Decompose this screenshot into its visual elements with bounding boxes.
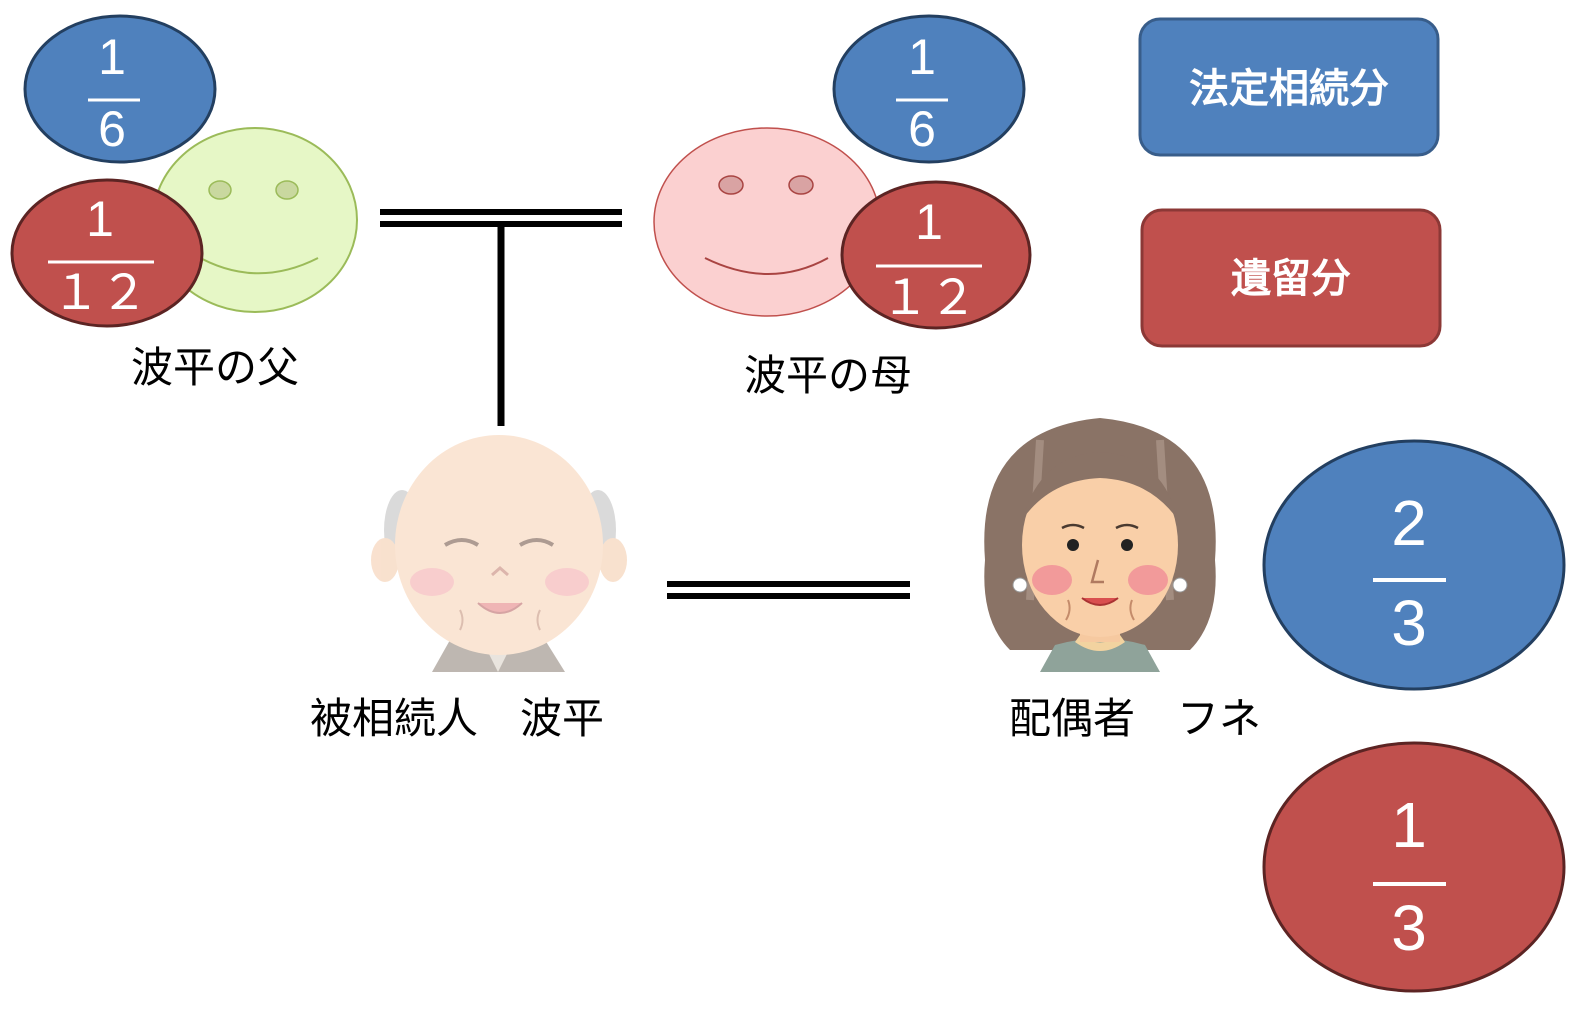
- deceased-label: 被相続人 波平: [310, 694, 604, 743]
- legend-reserved-share: 遺留分: [1140, 208, 1442, 348]
- father-legal-share-badge: 1 6: [23, 14, 217, 164]
- legend-legal-share: 法定相続分: [1138, 17, 1440, 157]
- svg-text:1: 1: [98, 29, 126, 85]
- spouse-legal-share-badge: 2 3: [1262, 439, 1566, 691]
- father-smiley-icon: [152, 127, 358, 313]
- svg-text:3: 3: [1391, 587, 1427, 659]
- svg-text:1: 1: [915, 194, 943, 250]
- svg-text:6: 6: [98, 101, 126, 157]
- svg-text:遺留分: 遺留分: [1231, 256, 1351, 302]
- svg-text:1: 1: [1391, 789, 1427, 861]
- svg-text:1: 1: [908, 29, 936, 85]
- svg-text:１２: １２: [52, 267, 148, 320]
- spouse-label: 配偶者 フネ: [1009, 694, 1261, 743]
- father-reserved-share-badge: 1 １２: [10, 178, 204, 328]
- svg-text:6: 6: [908, 101, 936, 157]
- spouse-reserved-share-badge: 1 3: [1262, 741, 1566, 993]
- svg-text:1: 1: [86, 191, 114, 247]
- svg-text:2: 2: [1391, 487, 1427, 559]
- deceased-elderly-man-icon: [371, 435, 627, 672]
- mother-label: 波平の母: [744, 351, 912, 400]
- parents-marriage-line: [380, 209, 622, 227]
- mother-smiley-icon: [653, 127, 881, 317]
- svg-text:法定相続分: 法定相続分: [1189, 66, 1389, 112]
- mother-legal-share-badge: 1 6: [832, 14, 1026, 164]
- spouse-elderly-woman-icon: [984, 418, 1216, 672]
- svg-text:3: 3: [1391, 892, 1427, 964]
- spouse-marriage-line: [667, 581, 910, 599]
- mother-reserved-share-badge: 1 １２: [840, 180, 1032, 330]
- svg-text:１２: １２: [881, 272, 977, 325]
- father-label: 波平の父: [131, 343, 299, 392]
